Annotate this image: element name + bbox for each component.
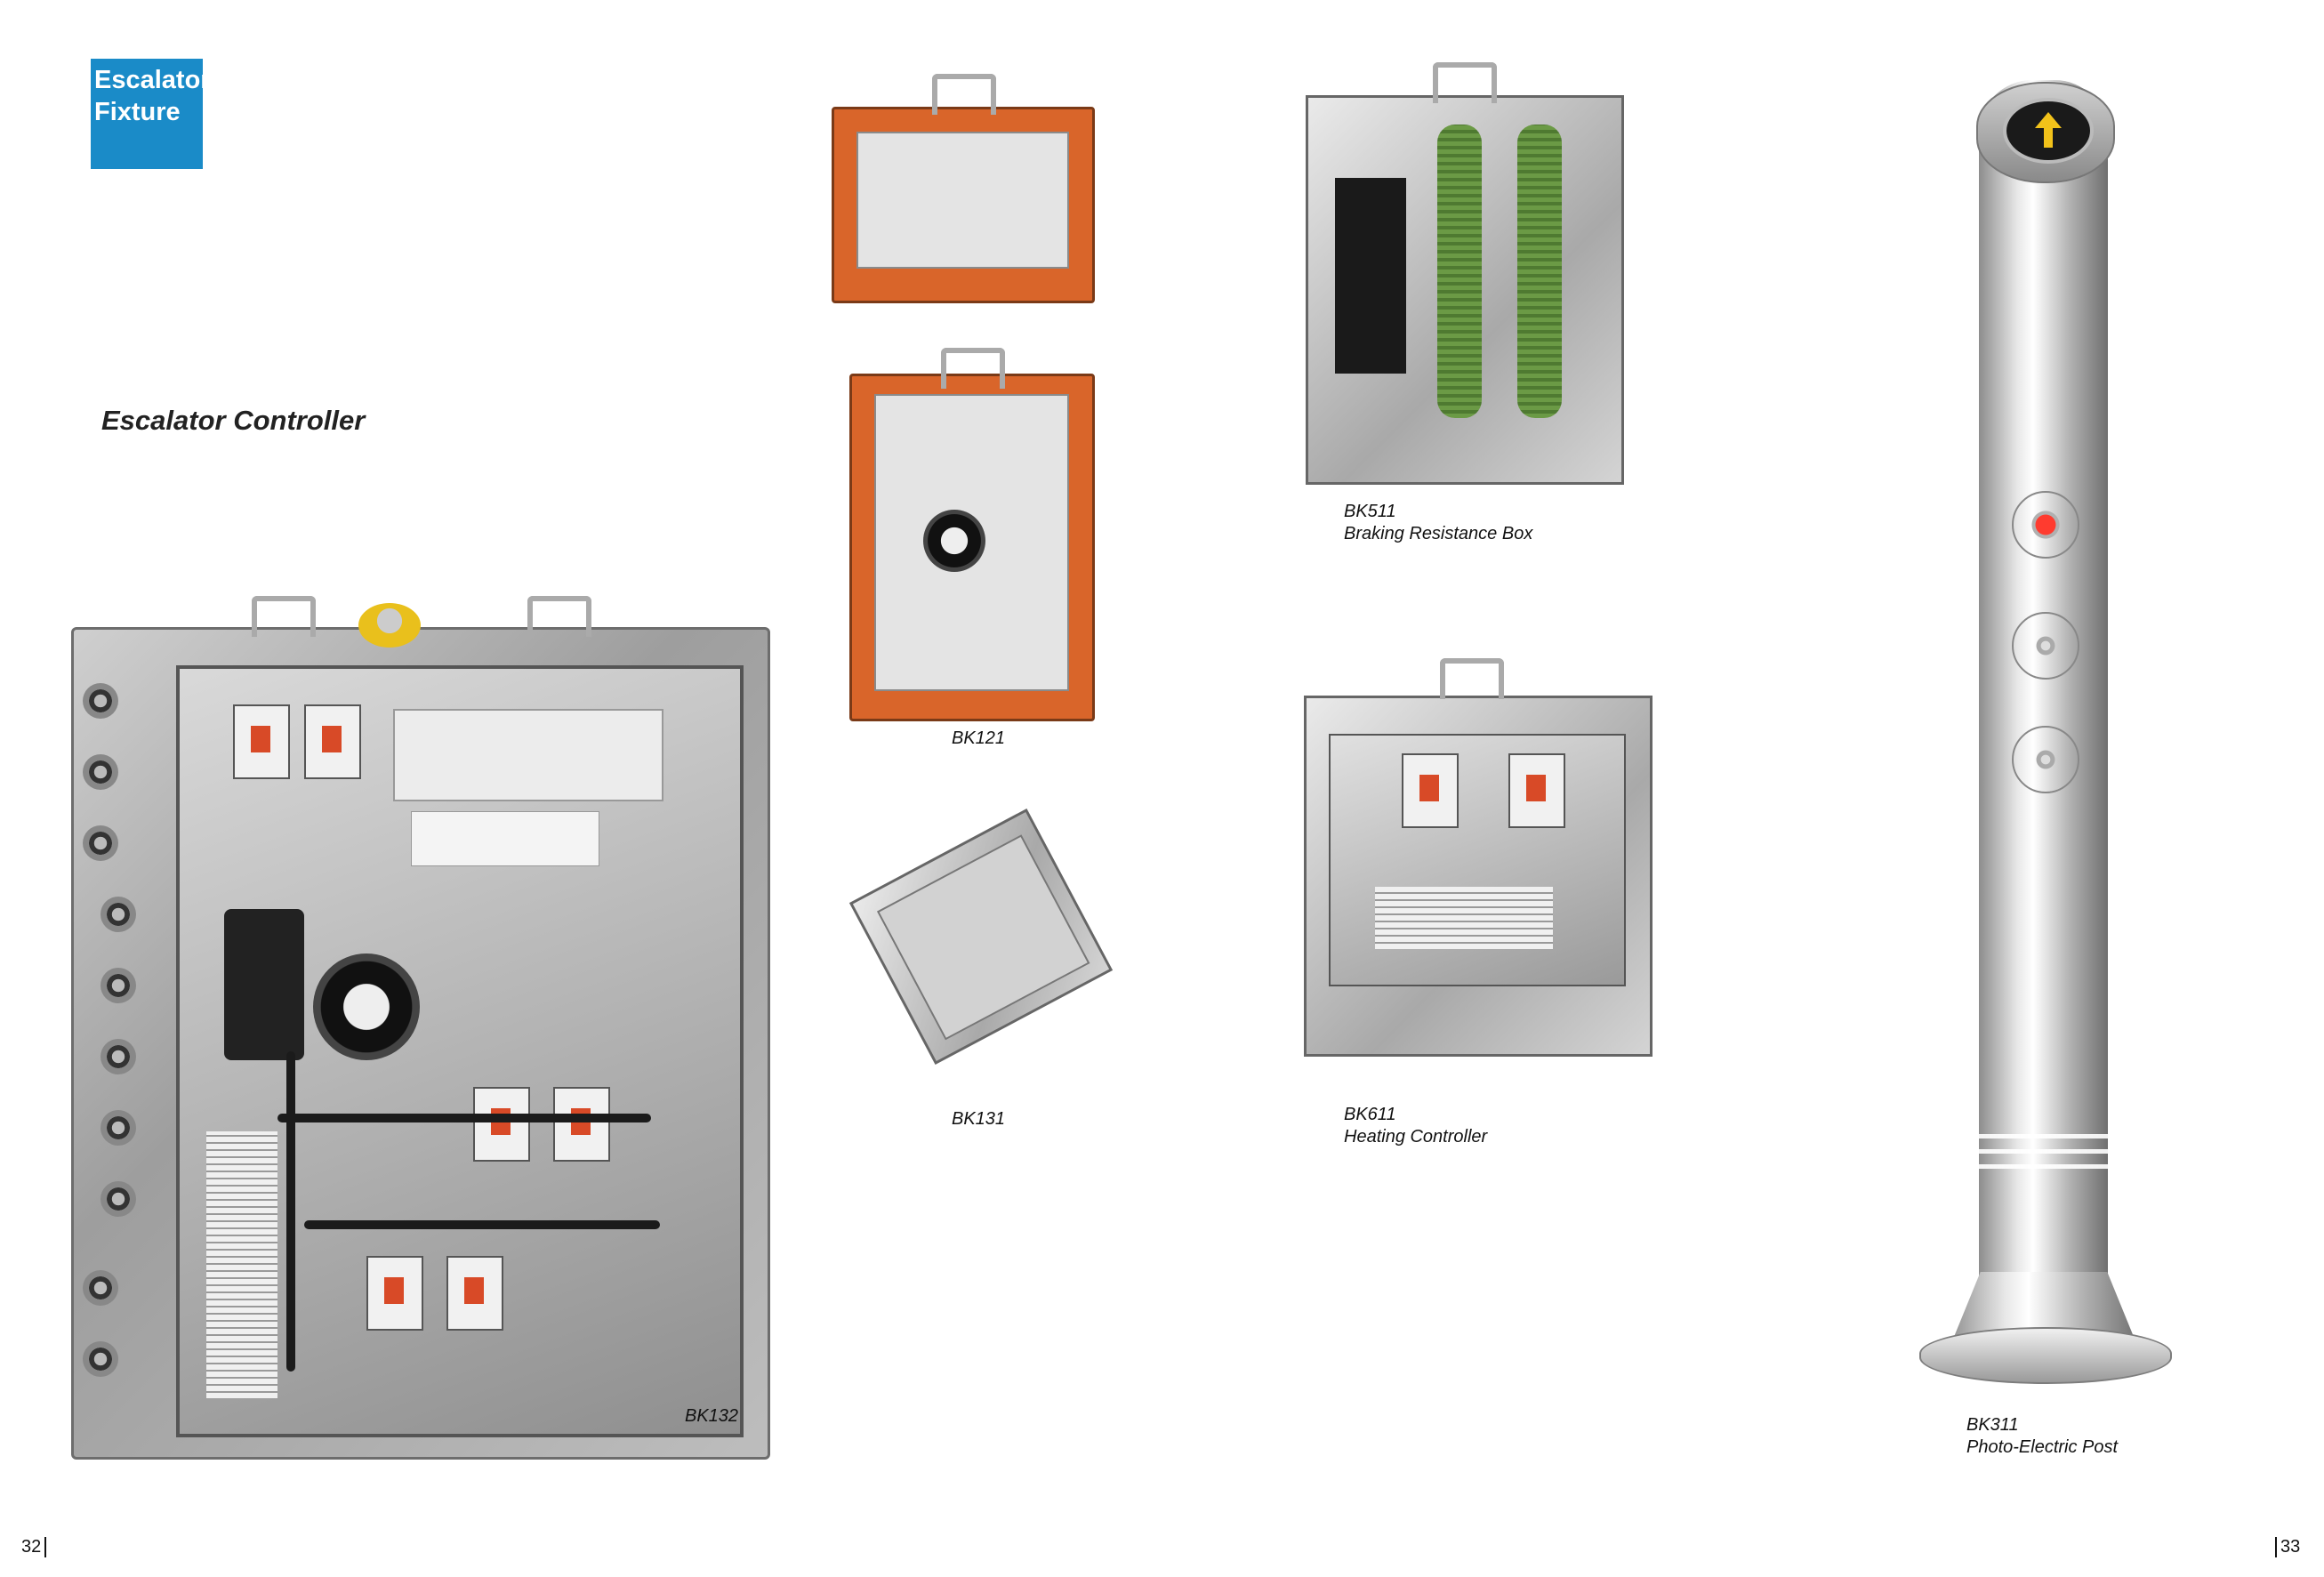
resistor-coil <box>1517 125 1562 418</box>
cable-gland-icon <box>101 1039 136 1074</box>
terminal-strip <box>206 1131 277 1398</box>
mounting-plate <box>876 834 1090 1041</box>
caption-bk131: BK131 <box>952 1108 1005 1130</box>
cable-tray <box>286 1051 295 1372</box>
bk132-photo <box>71 596 770 1460</box>
category-tab-line2: Fixture <box>94 98 181 126</box>
cable-gland-icon <box>101 1181 136 1217</box>
caption-code: BK121 <box>952 728 1006 748</box>
handle-icon <box>941 348 1005 389</box>
category-tab-line1: Escalator <box>94 66 203 94</box>
cable-gland-icon <box>83 1341 118 1377</box>
bk121-small-photo <box>832 74 1095 303</box>
mounting-plate <box>856 132 1069 269</box>
arrow-up-icon <box>2035 112 2062 148</box>
bk121-photo <box>849 348 1095 721</box>
breaker-row <box>411 811 599 866</box>
cable-gland-icon <box>101 1110 136 1146</box>
resistor-module <box>1335 178 1406 374</box>
category-tab: Escalator Fixture <box>91 59 203 169</box>
post-base <box>1919 1327 2172 1384</box>
post-ring <box>1979 1134 2108 1138</box>
post-ring <box>1979 1149 2108 1154</box>
contactor <box>553 1087 610 1162</box>
bk311-post-photo <box>1979 80 2108 1352</box>
contactor <box>304 704 361 779</box>
caption-name: Heating Controller <box>1344 1127 1488 1147</box>
direction-arrow-icon <box>2003 98 2094 164</box>
main-switch-icon <box>923 510 985 572</box>
caption-bk311: BK311 Photo-Electric Post <box>1966 1414 2118 1459</box>
cable-gland-icon <box>83 683 118 719</box>
contactor <box>446 1256 503 1331</box>
handle-icon <box>1433 62 1497 103</box>
cable-gland-icon <box>83 754 118 790</box>
handle-icon <box>527 596 591 637</box>
contactor <box>1402 753 1459 828</box>
caption-code: BK311 <box>1966 1415 2019 1435</box>
caption-bk611: BK611 Heating Controller <box>1344 1104 1487 1148</box>
post-ring <box>1979 1164 2108 1169</box>
cable-gland-icon <box>101 968 136 1003</box>
caption-bk511: BK511 Braking Resistance Box <box>1344 501 1532 545</box>
contactor <box>1508 753 1565 828</box>
cabinet-interior <box>176 665 744 1437</box>
handle-icon <box>252 596 316 637</box>
caption-code: BK131 <box>952 1109 1006 1129</box>
handle-icon <box>932 74 996 115</box>
caption-name: Braking Resistance Box <box>1344 524 1533 543</box>
cable-gland-icon <box>101 897 136 932</box>
caption-code: BK511 <box>1344 502 1396 521</box>
photo-sensor-icon <box>2012 726 2079 793</box>
plc-module <box>393 709 663 801</box>
main-switch-icon <box>313 953 420 1060</box>
contactor <box>233 704 290 779</box>
section-title: Escalator Controller <box>101 405 366 436</box>
cable-tray <box>304 1220 660 1229</box>
caption-bk132: BK132 <box>685 1405 738 1428</box>
red-sensor-icon <box>2012 491 2079 559</box>
resistor-coil <box>1437 125 1482 418</box>
cabinet-interior <box>1329 734 1626 986</box>
transformer <box>224 909 304 1060</box>
page-number-right: 33 <box>2275 1537 2300 1557</box>
bk611-photo <box>1304 658 1653 1057</box>
bk131-photo <box>848 809 1114 1065</box>
cable-gland-icon <box>83 1270 118 1306</box>
contactor <box>366 1256 423 1331</box>
contactor <box>473 1087 530 1162</box>
bk511-photo <box>1306 62 1624 485</box>
caption-bk121: BK121 <box>952 728 1005 750</box>
caption-code: BK132 <box>685 1406 739 1426</box>
emergency-stop-icon <box>358 603 421 648</box>
caption-name: Photo-Electric Post <box>1966 1437 2119 1457</box>
page-number-left: 32 <box>21 1537 47 1557</box>
photo-sensor-icon <box>2012 612 2079 680</box>
cable-tray <box>277 1114 651 1122</box>
cable-gland-icon <box>83 825 118 861</box>
handle-icon <box>1440 658 1504 699</box>
caption-code: BK611 <box>1344 1105 1396 1124</box>
terminal-strip <box>1375 887 1553 949</box>
